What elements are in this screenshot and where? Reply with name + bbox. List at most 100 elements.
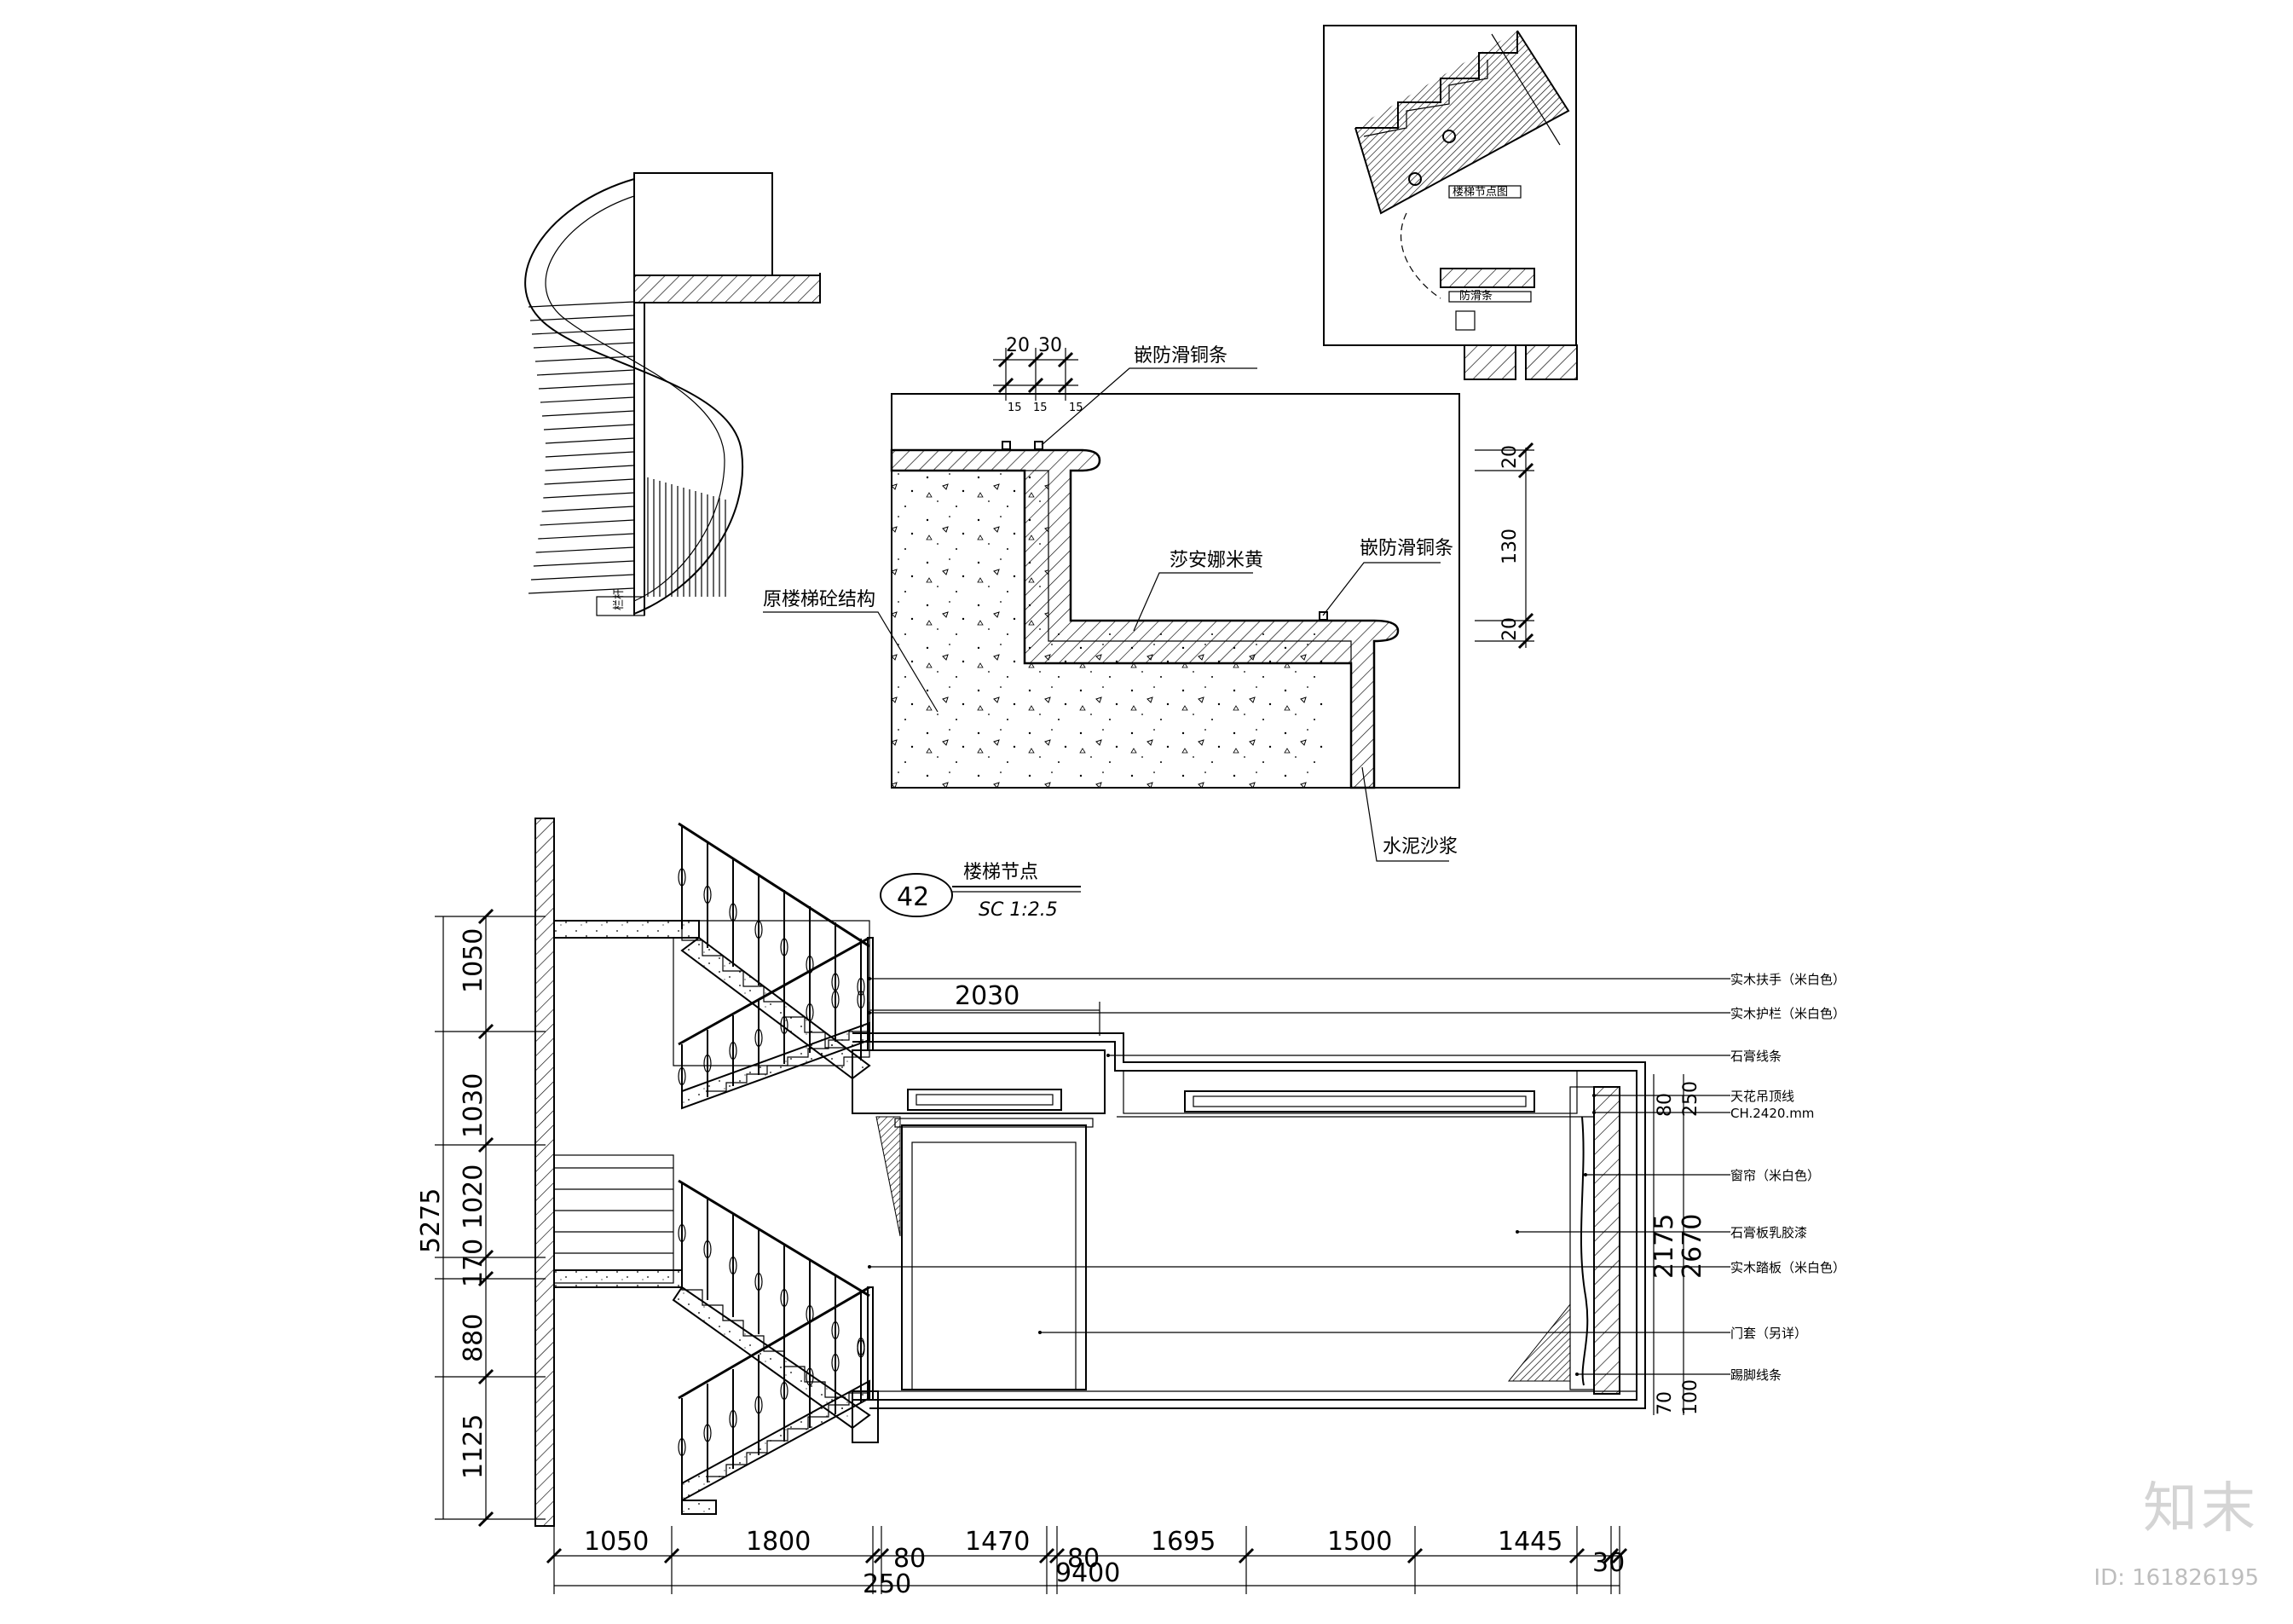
baluster-bulge [806,1367,814,1386]
baluster-bulge [703,1054,712,1073]
baluster-bulge [806,1003,814,1022]
dim-bottom-1: 1050 [584,1527,649,1557]
baluster-bulge [857,977,865,997]
spiral-treads [528,301,635,594]
baluster-bulge [703,1240,712,1259]
handrail-3 [678,1179,870,1297]
marble-cladding [890,448,1400,789]
callouts: 实木扶手（米白色）实木护栏（米白色）石膏线条天花吊顶线CH.2420.mm窗帘（… [868,972,1845,1383]
balusters [678,825,865,1496]
spiral-tread [533,560,635,567]
right-wall [1593,1086,1620,1395]
label-copper-strip-right: 嵌防滑铜条 [1360,538,1453,559]
dim-right-upper-2: 250 [1680,1081,1701,1117]
dim-bottom-6: 1695 [1151,1527,1216,1557]
dim-tick [477,1023,494,1040]
inset-stair-section [1354,30,1570,215]
stair-nosing-section: 20 30 15 15 15 20 130 20 嵌防滑铜条 嵌防滑铜条 莎安娜… [763,335,1534,921]
dim-tick [873,1547,890,1564]
watermark-id: ID: 161826195 [2094,1565,2259,1591]
spiral-landing-slab [633,275,821,303]
detail-scale: SC 1:2.5 [979,899,1058,921]
detail-number-bubble [880,873,953,917]
handrail-4 [678,1286,870,1400]
spiral-tread [540,396,635,403]
light-trough-right [1184,1090,1535,1113]
baluster-bulge [780,938,788,956]
dim-left-1: 1050 [459,928,488,993]
baluster-bulge [754,1396,763,1414]
dim-tick [477,1511,494,1528]
callout-label: 窗帘（米白色） [1730,1168,1820,1183]
callout-dot [1592,1111,1596,1114]
dim-top-sub-1: 15 [1008,402,1022,414]
handrail-2 [678,936,870,1046]
spiral-tread [528,301,635,308]
baluster-bulge [678,1066,686,1086]
dim-top-1: 20 [1006,335,1030,356]
baluster-bulge [703,885,712,904]
dim-top-sub-2: 15 [1033,402,1048,414]
callout-label: 门套（另详） [1730,1326,1807,1341]
dim-bottom-3: 80 [893,1544,926,1574]
callout-dot [1575,1373,1579,1376]
detail-number: 42 [897,882,929,912]
baluster-bulge [729,903,737,922]
slab-mid [553,1269,683,1288]
concrete-structure [892,469,1335,788]
dim-right-upper-1: 80 [1655,1093,1676,1117]
dim-tick [864,1547,881,1564]
dim-right-lower-2: 100 [1680,1379,1701,1415]
label-marble: 莎安娜米黄 [1170,550,1263,571]
step-profile [681,925,846,1049]
left-dimensions: 1050 1030 1020 170 880 1125 5275 [416,908,546,1528]
baluster-bulge [806,1304,814,1324]
slab-top [553,920,700,939]
baluster-bulge [754,1272,763,1292]
left-wall [534,818,555,1527]
dim-bottom-5: 80 [1067,1544,1100,1574]
dim-tick [477,1368,494,1385]
dim-left-6: 1125 [459,1414,488,1479]
spiral-tread [545,437,635,444]
label-copper-strip-top: 嵌防滑铜条 [1134,345,1227,367]
dim-bottom-8: 1445 [1498,1527,1562,1557]
dim-right-2: 130 [1499,529,1521,564]
inset-label-1: 楼梯节点图 [1453,186,1508,199]
inset-detail-frame: 楼梯节点图 防滑条 [1323,25,1578,380]
spiral-tread [543,492,635,499]
spiral-tread [543,424,635,431]
right-dimensions: 80 250 2175 2670 70 100 [1649,1074,1707,1415]
spiral-top-box [633,172,773,276]
door-frame [901,1124,1087,1390]
room-outline [852,1041,1637,1401]
spiral-base [596,596,645,616]
dim-left-3: 1020 [459,1165,488,1229]
baluster-bulge [831,1353,840,1373]
dim-tick [1603,1547,1620,1564]
baluster-bulge [857,1339,865,1358]
dim-right-mid-1: 2175 [1649,1214,1679,1279]
step-profile [706,1023,870,1092]
dim-tick [1048,1547,1066,1564]
inset-label-2: 防滑条 [1459,289,1493,303]
light-trough-left [907,1089,1062,1111]
spiral-tread [545,451,635,458]
spiral-tread [536,369,635,376]
callout-label: 踢脚线条 [1730,1367,1782,1383]
callout-dot [868,1265,871,1269]
spiral-tread [528,587,635,594]
dim-tick [1406,1547,1424,1564]
callout-label: 实木护栏（米白色） [1730,1006,1845,1021]
label-concrete-structure: 原楼梯砼结构 [763,589,875,610]
baluster-bulge [780,1015,788,1035]
baluster-bulge [780,1288,788,1308]
label-mortar: 水泥沙浆 [1383,836,1458,858]
inset-nosing [1440,268,1535,288]
spiral-tread [541,410,635,417]
spiral-tread [533,342,635,349]
baluster-bulge [729,1041,737,1061]
baluster-bulge [754,1028,763,1048]
baluster-bulge [678,1223,686,1243]
dim-tick [1611,1547,1628,1564]
